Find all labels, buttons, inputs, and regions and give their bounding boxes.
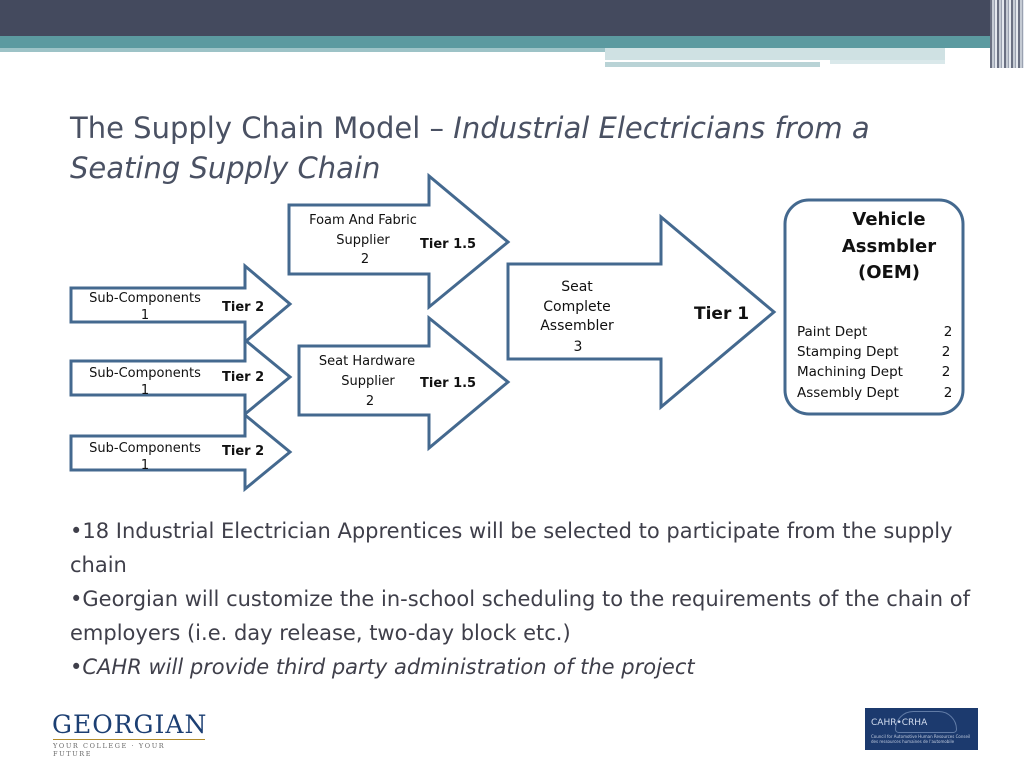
slide-title: The Supply Chain Model – Industrial Elec… [70,108,970,188]
tier2-tier-1: Tier 2 [222,300,264,315]
hardware-supplier-count: 2 [366,394,374,409]
bullet-item: •Georgian will customize the in-school s… [70,587,970,645]
hardware-supplier-tier: Tier 1.5 [420,376,476,391]
header-stripe [605,48,945,60]
oem-title-3: (OEM) [858,262,920,283]
cahr-logo: CAHR•CRHA Council for Automotive Human R… [865,708,978,750]
oem-dept-count: 2 [942,344,951,360]
header-stripe [0,48,605,52]
oem-dept-count: 2 [942,364,951,380]
tier2-arrow-3 [69,411,293,493]
oem-box [783,198,965,416]
oem-dept-name: Paint Dept [797,324,867,340]
oem-dept-name: Machining Dept [797,364,903,380]
oem-dept-name: Assembly Dept [797,385,899,401]
bullet-item: •CAHR will provide third party administr… [70,655,695,679]
tier1-arrow [506,213,777,411]
georgian-logo-tagline: YOUR COLLEGE · YOUR FUTURE [53,742,166,758]
seat-assembler-count: 3 [574,339,583,355]
slide-title-italic: Industrial Electricians from a Seating S… [70,111,870,185]
seat-assembler-tier: Tier 1 [694,304,749,324]
oem-dept-name: Stamping Dept [797,344,899,360]
georgian-logo-wordmark: GEORGIAN [52,710,208,739]
tier15-arrow-foam [287,172,511,311]
tier2-label-2: Sub-Components [89,366,201,381]
tier2-count-3: 1 [141,458,149,473]
header-bar [0,0,1024,36]
tier2-tier-2: Tier 2 [222,370,264,385]
hardware-supplier-role: Supplier [341,374,395,389]
bullet-list: •18 Industrial Electrician Apprentices w… [70,514,970,684]
foam-supplier-name: Foam And Fabric [309,213,417,228]
tier2-label-3: Sub-Components [89,441,201,456]
tier2-tier-3: Tier 2 [222,444,264,459]
tier2-label-1: Sub-Components [89,291,201,306]
tier2-count-1: 1 [141,308,149,323]
seat-assembler-line2: Complete [543,299,610,315]
header-decor-lines [990,0,1024,68]
seat-assembler-line1: Seat [561,279,593,295]
georgian-logo: GEORGIAN YOUR COLLEGE · YOUR FUTURE [52,710,208,758]
tier2-count-2: 1 [141,383,149,398]
oem-dept-count: 2 [944,385,953,401]
georgian-logo-rule [53,739,205,740]
oem-title-1: Vehicle [852,209,925,230]
foam-supplier-count: 2 [361,252,369,267]
header-accent-band [0,36,1024,48]
slide-title-plain: The Supply Chain Model – [70,111,454,145]
tier15-arrow-hardware [297,314,511,452]
tier2-arrow-1 [69,262,293,346]
tier2-arrow-2 [69,336,293,418]
foam-supplier-tier: Tier 1.5 [420,237,476,252]
seat-assembler-line3: Assembler [540,318,614,334]
header-stripe [830,60,945,64]
cahr-logo-subtitle: Council for Automotive Human Resources C… [871,734,971,744]
hardware-supplier-name: Seat Hardware [319,354,415,369]
bullet-item: •18 Industrial Electrician Apprentices w… [70,519,953,577]
foam-supplier-role: Supplier [336,233,390,248]
header-stripe [605,62,820,67]
oem-dept-count: 2 [944,324,953,340]
cahr-logo-wordmark: CAHR•CRHA [871,718,928,728]
oem-title-2: Assmbler [842,236,936,257]
